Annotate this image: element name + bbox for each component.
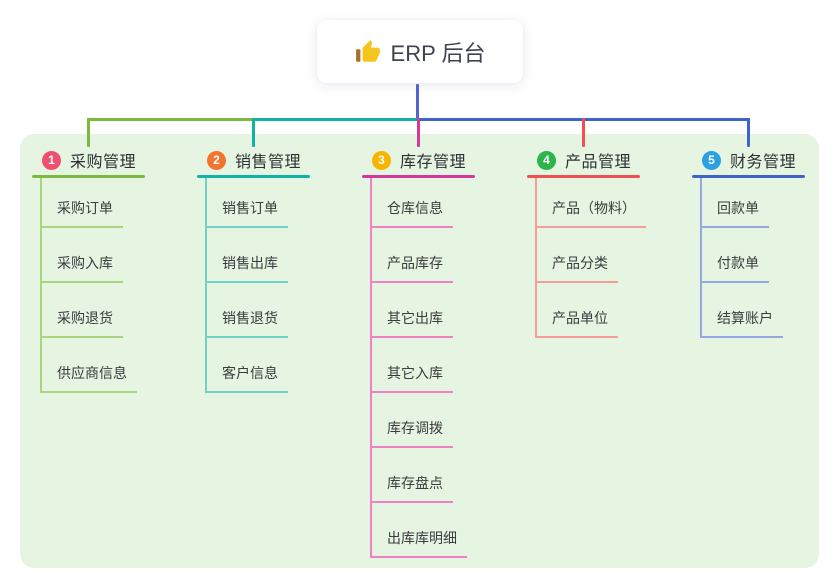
branch-label: 库存管理	[400, 154, 467, 171]
child-node[interactable]: 库存调拨	[370, 420, 453, 448]
branch-drop-line	[747, 118, 750, 147]
branch-drop-line	[87, 118, 90, 147]
child-label: 产品库存	[387, 255, 443, 271]
branch-drop-line	[417, 118, 420, 147]
child-label: 产品（物料）	[552, 200, 636, 216]
child-label: 出库库明细	[387, 530, 457, 546]
root-node[interactable]: ERP 后台	[317, 20, 523, 83]
branch-label: 产品管理	[565, 154, 632, 171]
child-node[interactable]: 付款单	[700, 255, 769, 283]
root-stem-line	[416, 84, 419, 120]
branch-column-4: 4 产品管理 产品（物料） 产品分类产品单位	[527, 148, 692, 338]
child-label: 销售退货	[222, 310, 278, 326]
child-label: 客户信息	[222, 365, 278, 381]
child-node[interactable]: 库存盘点	[370, 475, 453, 503]
child-node[interactable]: 仓库信息	[370, 200, 453, 228]
branch-column-2: 2 销售管理 销售订单销售出库销售退货客户信息	[197, 148, 362, 393]
child-label: 产品分类	[552, 255, 608, 271]
child-node[interactable]: 产品分类	[535, 255, 618, 283]
branch-header[interactable]: 1 采购管理	[32, 148, 197, 172]
branch-underline	[692, 175, 805, 178]
branch-number-badge: 4	[537, 150, 556, 170]
child-label: 销售订单	[222, 200, 278, 216]
child-node[interactable]: 产品单位	[535, 310, 618, 338]
child-node[interactable]: 供应商信息	[40, 365, 137, 393]
child-label: 采购退货	[57, 310, 113, 326]
child-label: 库存盘点	[387, 475, 443, 491]
child-label: 产品单位	[552, 310, 608, 326]
branch-number-badge: 1	[42, 150, 61, 170]
child-label: 其它入库	[387, 365, 443, 381]
root-label: ERP 后台	[390, 40, 486, 66]
branch-number-badge: 5	[702, 150, 721, 170]
child-node[interactable]: 采购订单	[40, 200, 123, 228]
branch-number-badge: 3	[372, 150, 391, 170]
child-node[interactable]: 产品（物料）	[535, 200, 646, 228]
branch-drop-line	[582, 118, 585, 147]
branch-drop-line	[252, 118, 255, 147]
child-node[interactable]: 其它入库	[370, 365, 453, 393]
branch-header[interactable]: 5 财务管理	[692, 148, 839, 172]
child-label: 结算账户	[717, 310, 773, 326]
branch-label: 财务管理	[730, 154, 797, 171]
child-label: 库存调拨	[387, 420, 443, 436]
branch-column-1: 1 采购管理 采购订单采购入库采购退货供应商信息	[32, 148, 197, 393]
branch-child-connector-line	[535, 178, 537, 338]
branch-child-connector-line	[700, 178, 702, 338]
thumbs-up-icon	[355, 39, 380, 62]
child-label: 供应商信息	[57, 365, 127, 381]
branch-child-connector-line	[205, 178, 207, 393]
child-node[interactable]: 产品库存	[370, 255, 453, 283]
bus-segment-teal	[252, 118, 419, 121]
branch-header[interactable]: 4 产品管理	[527, 148, 692, 172]
child-node[interactable]: 结算账户	[700, 310, 783, 338]
child-node[interactable]: 销售出库	[205, 255, 288, 283]
child-label: 仓库信息	[387, 200, 443, 216]
child-label: 销售出库	[222, 255, 278, 271]
bus-segment-green	[87, 118, 254, 121]
branch-underline	[362, 175, 475, 178]
child-node[interactable]: 出库库明细	[370, 530, 467, 558]
branch-header[interactable]: 3 库存管理	[362, 148, 527, 172]
branch-label: 销售管理	[235, 154, 302, 171]
child-label: 回款单	[717, 200, 759, 216]
child-label: 其它出库	[387, 310, 443, 326]
child-node[interactable]: 回款单	[700, 200, 769, 228]
branches-panel	[20, 134, 819, 568]
branch-child-connector-line	[370, 178, 372, 558]
branch-column-3: 3 库存管理 仓库信息产品库存其它出库其它入库库存调拨库存盘点出库库明细	[362, 148, 527, 558]
branch-underline	[32, 175, 145, 178]
branch-label: 采购管理	[70, 154, 137, 171]
branch-column-5: 5 财务管理 回款单付款单结算账户	[692, 148, 839, 338]
branch-underline	[197, 175, 310, 178]
branch-number-badge: 2	[207, 150, 226, 170]
child-node[interactable]: 采购退货	[40, 310, 123, 338]
child-node[interactable]: 销售退货	[205, 310, 288, 338]
child-label: 采购入库	[57, 255, 113, 271]
child-node[interactable]: 销售订单	[205, 200, 288, 228]
branch-child-connector-line	[40, 178, 42, 393]
branch-header[interactable]: 2 销售管理	[197, 148, 362, 172]
child-node[interactable]: 采购入库	[40, 255, 123, 283]
child-label: 付款单	[717, 255, 759, 271]
child-node[interactable]: 客户信息	[205, 365, 288, 393]
child-node[interactable]: 其它出库	[370, 310, 453, 338]
child-label: 采购订单	[57, 200, 113, 216]
branch-underline	[527, 175, 640, 178]
